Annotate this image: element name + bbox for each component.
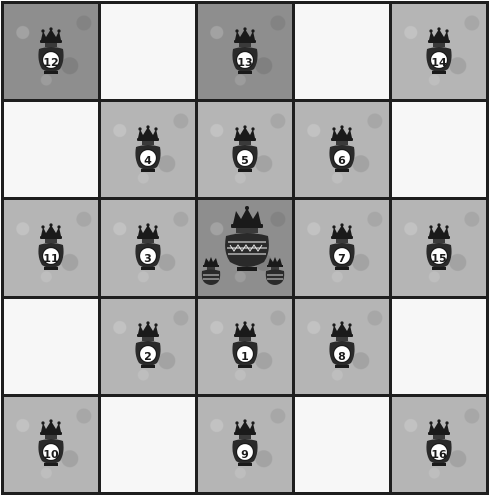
pot-piece: 3	[131, 223, 165, 273]
pot-number: 11	[42, 250, 60, 268]
shaded-square: 1	[198, 299, 292, 394]
shaded-square: 8	[295, 299, 389, 394]
pot-number: 3	[139, 250, 157, 268]
shaded-square: 3	[101, 200, 195, 295]
pot-piece: 1	[228, 321, 262, 371]
shaded-square	[198, 200, 292, 295]
pot-piece: 16	[422, 419, 456, 469]
shaded-square: 6	[295, 102, 389, 197]
shaded-square: 7	[295, 200, 389, 295]
central-urn-group	[198, 200, 292, 295]
pot-piece: 14	[422, 27, 456, 77]
pot-piece: 12	[34, 27, 68, 77]
pot-number: 4	[139, 152, 157, 170]
blank-square	[4, 299, 98, 394]
pot-number: 5	[236, 152, 254, 170]
pot-piece: 6	[325, 125, 359, 175]
blank-square	[392, 102, 486, 197]
pot-piece: 2	[131, 321, 165, 371]
blank-square	[392, 299, 486, 394]
pot-piece: 4	[131, 125, 165, 175]
small-urn-right-icon	[264, 256, 286, 288]
blank-square	[295, 4, 389, 99]
shaded-square: 5	[198, 102, 292, 197]
pot-piece: 10	[34, 419, 68, 469]
pot-number: 1	[236, 348, 254, 366]
shaded-square: 2	[101, 299, 195, 394]
shaded-square: 12	[4, 4, 98, 99]
pot-number: 2	[139, 348, 157, 366]
pot-number: 13	[236, 54, 254, 72]
shaded-square: 9	[198, 397, 292, 492]
blank-square	[4, 102, 98, 197]
shaded-square: 13	[198, 4, 292, 99]
pot-piece: 15	[422, 223, 456, 273]
pot-number: 16	[430, 446, 448, 464]
pot-piece: 5	[228, 125, 262, 175]
pot-number: 7	[333, 250, 351, 268]
shaded-square: 15	[392, 200, 486, 295]
pot-number: 10	[42, 446, 60, 464]
shaded-square: 11	[4, 200, 98, 295]
shaded-square: 16	[392, 397, 486, 492]
pot-piece: 7	[325, 223, 359, 273]
blank-square	[101, 397, 195, 492]
pot-number: 6	[333, 152, 351, 170]
pot-number: 15	[430, 250, 448, 268]
pot-piece: 9	[228, 419, 262, 469]
pot-number: 9	[236, 446, 254, 464]
small-urn-left-icon	[200, 256, 222, 288]
pot-piece: 13	[228, 27, 262, 77]
shaded-square: 14	[392, 4, 486, 99]
pot-piece: 11	[34, 223, 68, 273]
blank-square	[101, 4, 195, 99]
pot-number: 8	[333, 348, 351, 366]
pot-number: 14	[430, 54, 448, 72]
pot-piece: 8	[325, 321, 359, 371]
pot-number: 12	[42, 54, 60, 72]
shaded-square: 4	[101, 102, 195, 197]
blank-square	[295, 397, 389, 492]
shaded-square: 10	[4, 397, 98, 492]
